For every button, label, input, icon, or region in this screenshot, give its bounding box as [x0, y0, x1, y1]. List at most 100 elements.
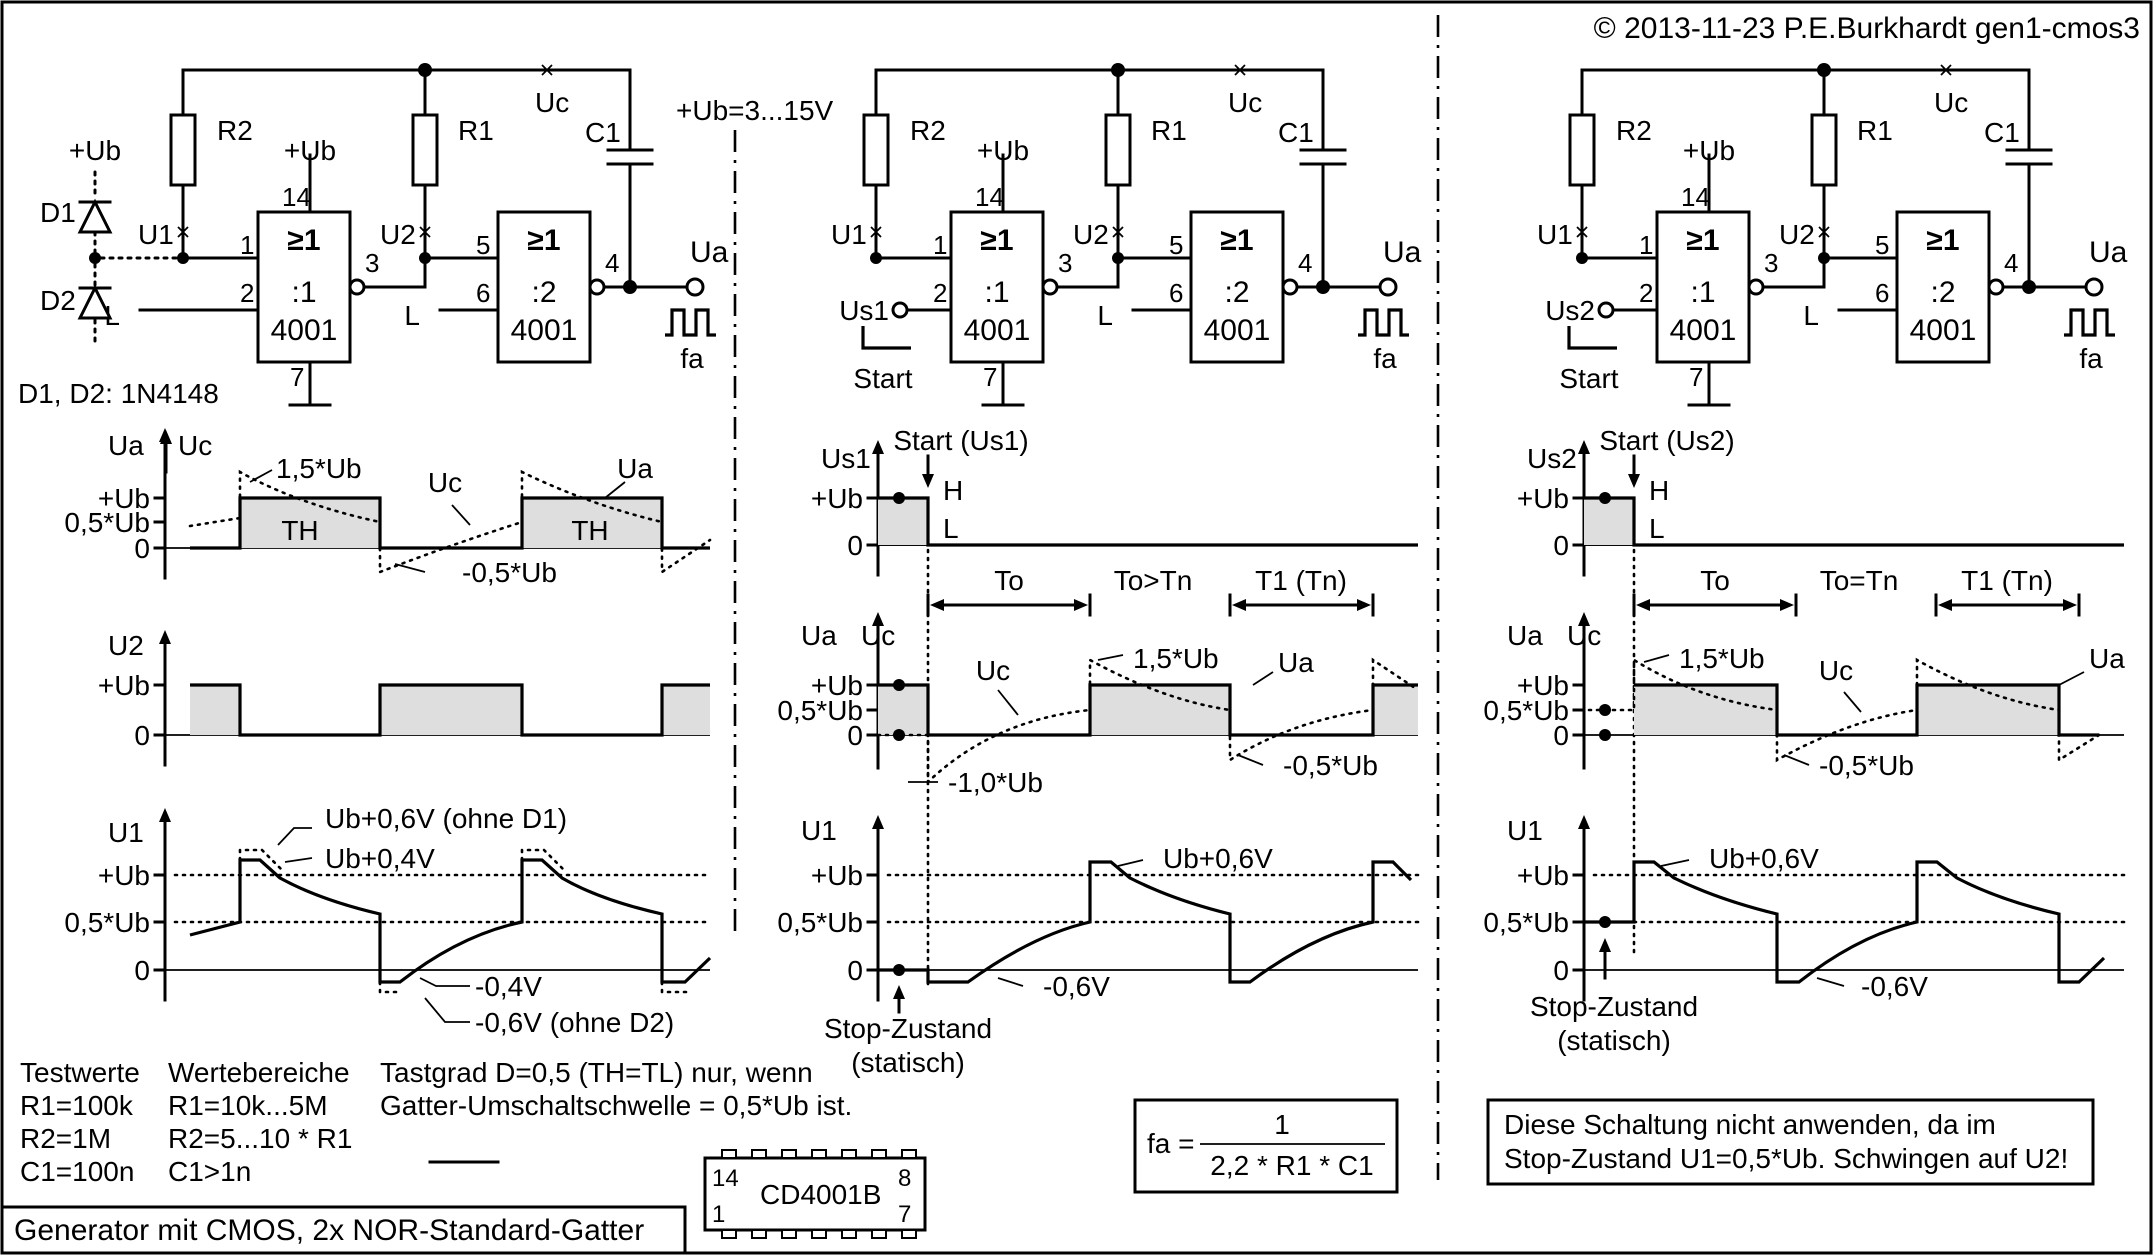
gate-ic-type: 4001 — [1204, 314, 1271, 347]
ub06-label: Ub+0,6V — [1709, 843, 1819, 874]
y-tick-label: 0 — [1553, 955, 1569, 986]
c1-label: C1 — [585, 117, 621, 148]
leader — [1660, 859, 1690, 867]
axis-uc: Uc — [861, 620, 895, 651]
wertebereiche-c1: C1>1n — [168, 1156, 251, 1187]
l-label: L — [1649, 513, 1665, 544]
ua-shade — [1634, 685, 1777, 735]
axis-u1: U1 — [108, 817, 144, 848]
pin5-label: 5 — [476, 230, 490, 260]
diode-type-label: D1, D2: 1N4148 — [18, 378, 219, 409]
gate-symbol: ≥1 — [980, 224, 1013, 257]
t1-label: T1 (Tn) — [1255, 565, 1347, 596]
to-arrow — [1632, 593, 1798, 617]
axis-us: Us1 — [821, 443, 871, 474]
arrow-head — [1636, 599, 1650, 611]
uc-label: Uc — [1228, 87, 1262, 118]
arrow-head — [159, 808, 171, 822]
warning-line2: Stop-Zustand U1=0,5*Ub. Schwingen auf U2… — [1504, 1143, 2068, 1174]
gate1-out-bubble — [348, 278, 366, 296]
ua-state-dot — [1599, 729, 1611, 741]
pin3-label: 3 — [1764, 248, 1778, 278]
plot-left-u2: U2+Ub0 — [98, 630, 710, 767]
uc-trace — [188, 469, 712, 575]
arrow-head — [893, 985, 905, 999]
leader — [1097, 654, 1124, 661]
testwerte-r1: R1=100k — [20, 1090, 134, 1121]
pin6-label: 6 — [476, 278, 490, 308]
u2-label: U2 — [1779, 219, 1815, 250]
arrow-head — [872, 815, 884, 829]
arrow-head — [1074, 599, 1088, 611]
leader — [1643, 654, 1670, 663]
cross-stroke — [870, 226, 882, 238]
y-tick-label: 0,5*Ub — [1483, 907, 1569, 938]
arrow-head — [2063, 599, 2077, 611]
gate-body — [1655, 210, 1751, 364]
u1-state-dot — [1599, 916, 1611, 928]
axis-u1: U1 — [1507, 815, 1543, 846]
ua-shade — [1373, 685, 1418, 735]
resistor-body — [1568, 113, 1596, 187]
chip-pin — [751, 1149, 767, 1159]
u1-no-d1 — [238, 848, 286, 874]
pin3-label: 3 — [365, 248, 379, 278]
gate-ic-type: 4001 — [964, 314, 1031, 347]
leader — [997, 977, 1024, 987]
value-ranges: Wertebereiche R1=10k...5M R2=5...10 * R1… — [168, 1057, 352, 1187]
chip-pin — [871, 1149, 887, 1159]
uc-trace — [1587, 657, 2101, 763]
testwerte-title: Testwerte — [20, 1057, 140, 1088]
tastgrad-line2: Gatter-Umschaltschwelle = 0,5*Ub ist. — [380, 1090, 852, 1121]
y-tick-label: +Ub — [1517, 670, 1569, 701]
y-tick-label: 0 — [134, 955, 150, 986]
warning-frame — [1486, 1098, 2095, 1186]
d1-label: D1 — [40, 197, 76, 228]
supply-label: +Ub=3...15V — [676, 95, 834, 126]
u2-shade — [662, 685, 710, 735]
fa-label: fa — [680, 343, 704, 374]
warning-box: Diese Schaltung nicht anwenden, da im St… — [1486, 1098, 2095, 1186]
start-step-icon — [861, 326, 911, 350]
u1-trace — [878, 860, 1413, 984]
y-axis — [872, 815, 884, 1002]
y-tick-label: 0,5*Ub — [64, 907, 150, 938]
u2-shade — [190, 685, 240, 735]
title-block — [0, 1205, 687, 1255]
d2-symbol — [77, 284, 113, 320]
u2-trace — [190, 683, 710, 737]
uc-state-dot — [893, 729, 905, 741]
gate-number: :2 — [1224, 276, 1249, 309]
output-waveform-icon — [665, 308, 716, 337]
c1-label: C1 — [1984, 117, 2020, 148]
output-waveform-icon — [2064, 308, 2115, 337]
axis-us: Us2 — [1527, 443, 1577, 474]
u1-label: U1 — [1537, 219, 1573, 250]
start-label: Start — [853, 363, 912, 394]
h-label: H — [943, 475, 963, 506]
pin4-label: 4 — [605, 248, 619, 278]
chip-pin — [781, 1229, 797, 1239]
pin2-label: 2 — [240, 278, 254, 308]
pin7-label: 7 — [1689, 362, 1703, 392]
stop-label: Stop-Zustand — [1530, 991, 1698, 1022]
uc-label: Uc — [535, 87, 569, 118]
tastgrad-line1: Tastgrad D=0,5 (TH=TL) nur, wenn — [380, 1057, 813, 1088]
us-state-dot — [893, 492, 905, 504]
duty-note: Tastgrad D=0,5 (TH=TL) nur, wenn Gatter-… — [380, 1057, 852, 1164]
uc-label: Uc — [1934, 87, 1968, 118]
start-arrow — [1628, 454, 1640, 488]
arrow-head — [1578, 612, 1590, 626]
chip-pin — [751, 1229, 767, 1239]
gate-number: :1 — [291, 276, 316, 309]
y-axis — [1578, 612, 1590, 770]
wertebereiche-r1: R1=10k...5M — [168, 1090, 328, 1121]
r2-label: R2 — [1616, 115, 1652, 146]
y-axis — [159, 630, 171, 767]
